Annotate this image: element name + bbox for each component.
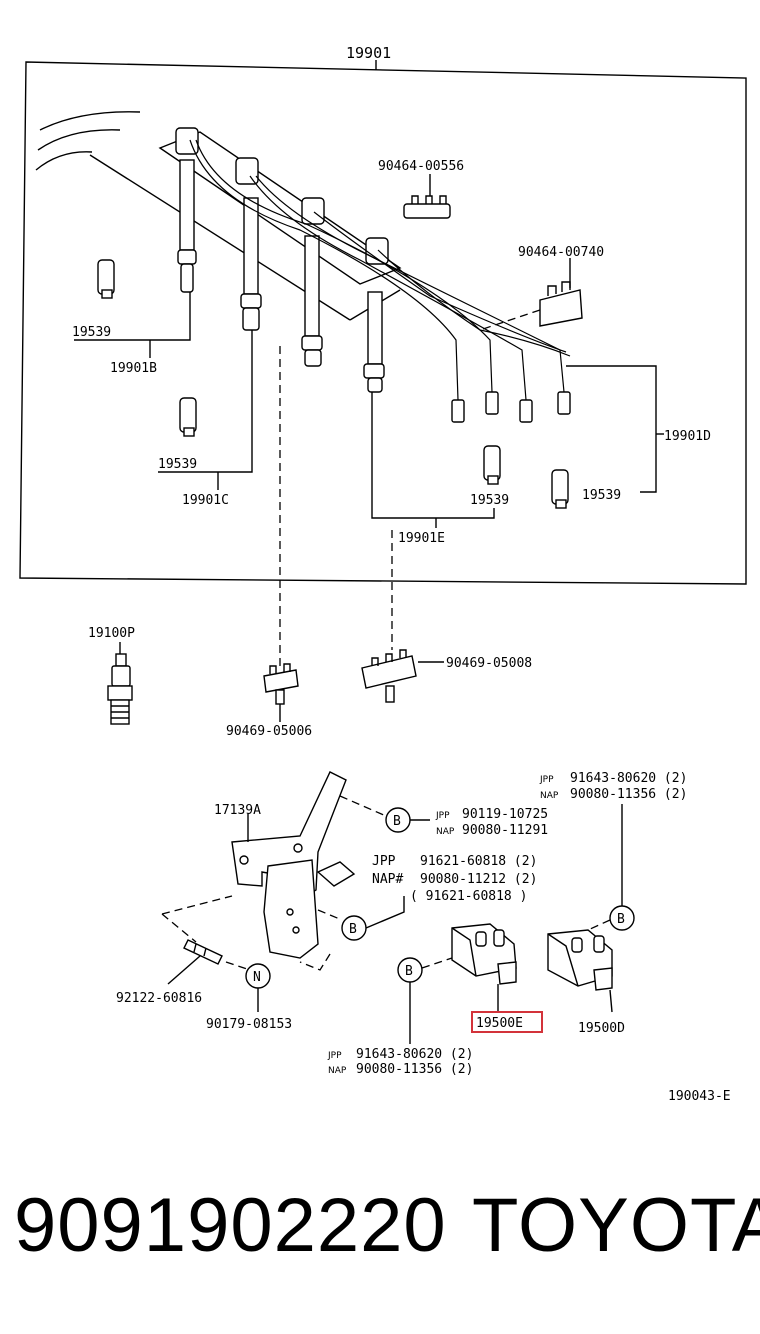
callout-b-3: B xyxy=(397,957,453,1044)
ignition-coil-e xyxy=(451,923,517,1012)
callout-b-1-letter: B xyxy=(393,814,401,829)
cap-3-label: 19539 xyxy=(470,493,509,508)
clip-b-label: 90469-05006 xyxy=(226,724,312,739)
callout-n: N xyxy=(245,963,271,1012)
cap-4-label: 19539 xyxy=(582,488,621,503)
wire-harness xyxy=(189,139,571,423)
ignition-coil-d xyxy=(547,929,613,1013)
callout-b-2: B xyxy=(341,896,405,941)
callout-b-1: B xyxy=(385,807,430,833)
coil-d-label: 19500D xyxy=(578,1021,625,1036)
assembly-frame: 19901 xyxy=(19,44,747,585)
bolt-note-4-nap: 90080-11356 (2) xyxy=(356,1062,473,1077)
bolt-note-3-jpp: 91643-80620 (2) xyxy=(570,771,687,786)
callout-n-letter: N xyxy=(253,970,261,985)
cap-19539-2 xyxy=(179,397,197,437)
bolt-note-4-jpp: 91643-80620 (2) xyxy=(356,1047,473,1062)
parts-diagram: 19901 xyxy=(19,44,747,1104)
bolt-note-2-nap-tag: NAP# xyxy=(372,872,403,887)
bolt-note-4-nap-tag: NAP xyxy=(328,1066,347,1076)
bolt-note-4-jpp-tag: JPP xyxy=(327,1051,342,1061)
bolt-note-3-jpp-tag: JPP xyxy=(539,775,554,785)
callout-b-3-letter: B xyxy=(405,964,413,979)
figure-code: 190043-E xyxy=(668,1089,731,1104)
spark-plug-label: 19100P xyxy=(88,626,135,641)
wire-clip-b xyxy=(263,663,299,722)
callout-b-4: B xyxy=(587,804,635,931)
coil-e-label: 19500E xyxy=(476,1016,523,1031)
part-number: 9091902220 xyxy=(14,1183,447,1268)
callout-b-2-letter: B xyxy=(349,922,357,937)
bolt-note-3-nap: 90080-11356 (2) xyxy=(570,787,687,802)
bolt-note-1-jpp: 90119-10725 xyxy=(462,807,548,822)
bolt-note-1-nap: 90080-11291 xyxy=(462,823,548,838)
wire-b-label: 19901B xyxy=(110,361,157,376)
wire-c-label: 19901C xyxy=(182,493,229,508)
cap-1-label: 19539 xyxy=(72,325,111,340)
clip-a-label: 90469-05008 xyxy=(446,656,532,671)
stud-label: 92122-60816 xyxy=(116,991,202,1006)
cap-2-label: 19539 xyxy=(158,457,197,472)
nut-ref-label: 90179-08153 xyxy=(206,1017,292,1032)
wire-clamp-b xyxy=(479,258,583,331)
plug-boots xyxy=(175,127,389,393)
spark-plug xyxy=(107,642,133,725)
bolt-note-2-nap: 90080-11212 (2) xyxy=(420,872,537,887)
callout-b-4-letter: B xyxy=(617,912,625,927)
cap-19539-4 xyxy=(551,469,569,509)
bolt-note-2-alt: ( 91621-60818 ) xyxy=(410,889,527,904)
wire-d-label: 19901D xyxy=(664,429,711,444)
coil-bracket xyxy=(231,771,356,959)
clamp-b-label: 90464-00740 xyxy=(518,245,604,260)
bolt-note-2-jpp: 91621-60818 (2) xyxy=(420,854,537,869)
wire-clamp-a xyxy=(403,174,451,219)
cap-19539-1 xyxy=(97,259,115,299)
bracket-label: 17139A xyxy=(214,803,261,818)
bolt-note-2-jpp-tag: JPP xyxy=(372,854,396,869)
bolt-note-1-jpp-tag: JPP xyxy=(435,811,450,821)
engine-head-outline xyxy=(35,111,402,321)
bolt-note-1-nap-tag: NAP xyxy=(436,827,455,837)
brand-name: TOYOTA xyxy=(472,1183,760,1268)
wire-clip-a xyxy=(361,649,444,703)
clamp-a-label: 90464-00556 xyxy=(378,159,464,174)
bolt-note-3-nap-tag: NAP xyxy=(540,791,559,801)
assembly-title: 19901 xyxy=(346,44,391,62)
stud xyxy=(167,939,223,985)
highlight-box xyxy=(471,1011,543,1033)
wire-e-label: 19901E xyxy=(398,531,445,546)
cap-19539-3 xyxy=(483,445,501,485)
